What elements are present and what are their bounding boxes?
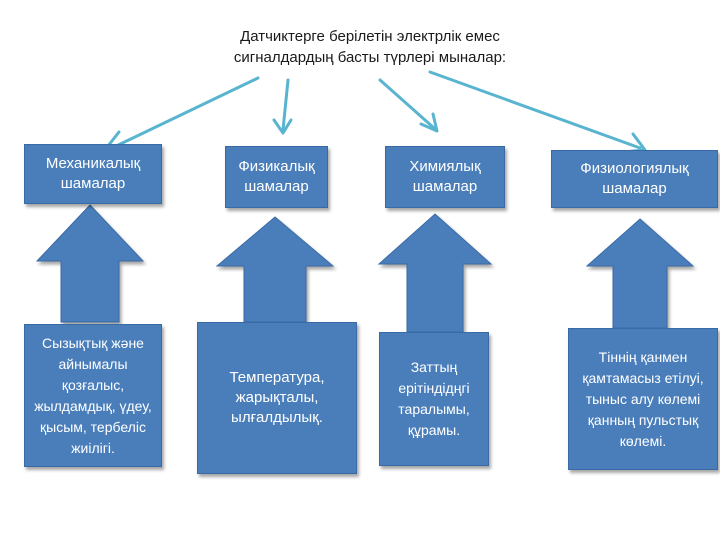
connector-arrow-2 [281, 78, 290, 132]
diagram-title: Датчиктерге берілетін электрлік емес сиг… [200, 26, 540, 68]
description-text-mechanical: Сызықтық және айнымалы қозғалыс, жылдамд… [34, 334, 152, 456]
up-arrow-4 [585, 218, 695, 329]
description-box-physiological: Тіннің қанмен қамтамасыз етілуі, тыныс а… [568, 328, 718, 470]
category-box-chemical: Химиялық шамалар [385, 146, 505, 208]
category-label-mechanical: Механикалық шамалар [45, 155, 141, 192]
connector-arrow-1 [110, 76, 260, 150]
description-box-mechanical: Сызықтық және айнымалы қозғалыс, жылдамд… [24, 324, 162, 467]
arrowhead-3 [419, 112, 439, 133]
connector-arrow-4 [428, 70, 642, 150]
category-label-chemical: Химиялық шамалар [409, 158, 481, 195]
up-arrow-1 [35, 204, 145, 323]
description-text-physiological: Тіннің қанмен қамтамасыз етілуі, тыныс а… [582, 348, 704, 449]
connector-arrow-3 [378, 78, 436, 130]
arrowhead-2 [272, 118, 293, 135]
description-text-chemical: Заттың ерітіндідңгі таралымы, құрамы. [398, 359, 470, 438]
description-box-chemical: Заттың ерітіндідңгі таралымы, құрамы. [379, 332, 489, 466]
category-label-physiological: Физиологиялық шамалар [580, 160, 689, 197]
category-box-physical: Физикалық шамалар [225, 146, 328, 208]
title-line-1: Датчиктерге берілетін электрлік емес [240, 28, 500, 45]
title-line-2: сигналдардың басты түрлері мыналар: [233, 49, 507, 66]
description-text-physical: Температура, жарықталы, ылғалдылық. [229, 369, 325, 426]
up-arrow-3 [377, 213, 493, 333]
category-box-physiological: Физиологиялық шамалар [551, 150, 718, 208]
description-box-physical: Температура, жарықталы, ылғалдылық. [197, 322, 357, 474]
up-arrow-2 [215, 216, 335, 323]
category-label-physical: Физикалық шамалар [238, 158, 315, 195]
category-box-mechanical: Механикалық шамалар [24, 144, 162, 204]
